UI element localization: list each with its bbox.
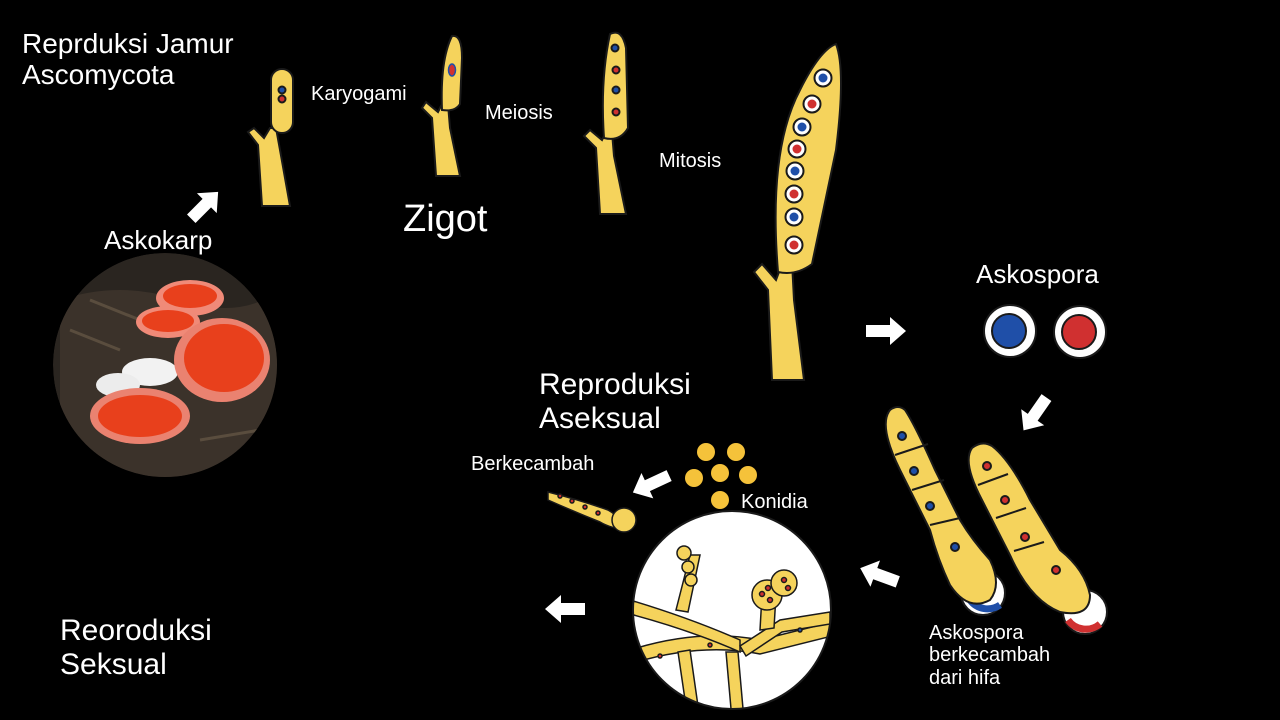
konidia-cluster	[685, 443, 757, 509]
label-mitosis: Mitosis	[659, 150, 722, 172]
hyphae-microscope-view	[632, 510, 832, 710]
asexual-line-2: Aseksual	[539, 401, 661, 435]
ascus-zigot	[420, 34, 464, 177]
arrow-askokarp-to-ascus	[187, 191, 219, 223]
diagram-title: Reprduksi Jamur Ascomycota	[22, 28, 234, 91]
label-askospora-germinate: Askospora berkecambah dari hifa	[929, 622, 1050, 689]
title-line-2: Ascomycota	[22, 59, 175, 91]
arrow-to-berkecambah	[632, 470, 672, 499]
label-karyogami: Karyogami	[311, 83, 407, 105]
label-askokarp: Askokarp	[104, 225, 213, 255]
germinating-conidium	[547, 491, 637, 533]
label-meiosis: Meiosis	[485, 102, 553, 124]
ascus-karyogami	[246, 68, 294, 207]
arrow-to-konidia	[705, 522, 734, 563]
sexual-line-1: Reoroduksi	[60, 614, 212, 647]
nucleus-diploid	[447, 63, 457, 77]
title-line-1: Reprduksi Jamur	[22, 28, 234, 59]
germinate-line-1: Askospora	[929, 622, 1024, 644]
germinating-hypha-blue	[884, 406, 1006, 616]
arrow-to-askospora	[866, 317, 906, 345]
ascus-meiosis	[582, 31, 630, 215]
askospora-red	[1053, 305, 1107, 359]
arrow-to-sexual	[545, 595, 585, 623]
label-askospora: Askospora	[976, 259, 1099, 289]
label-konidia: Konidia	[741, 491, 808, 513]
ascus-mitosis	[752, 42, 842, 381]
label-asexual-reproduction: Reproduksi Aseksual	[539, 368, 691, 435]
germinating-hypha-red	[967, 442, 1108, 635]
label-zigot: Zigot	[403, 198, 488, 240]
nucleus-red	[277, 94, 287, 104]
askospora-blue	[983, 304, 1037, 358]
asexual-line-1: Reproduksi	[539, 368, 691, 401]
label-berkecambah: Berkecambah	[471, 453, 595, 475]
askokarp-photo	[53, 253, 277, 477]
ascospore-row	[784, 68, 833, 255]
arrow-askospora-down	[1021, 394, 1052, 431]
arrow-hyphae-left	[860, 560, 900, 588]
germinate-line-2: berkecambah	[929, 644, 1051, 667]
germinate-line-3: dari hifa	[929, 666, 1001, 689]
label-sexual-reproduction: Reoroduksi Seksual	[60, 614, 212, 681]
nucleus-blue	[277, 85, 287, 95]
sexual-line-2: Seksual	[60, 647, 167, 681]
